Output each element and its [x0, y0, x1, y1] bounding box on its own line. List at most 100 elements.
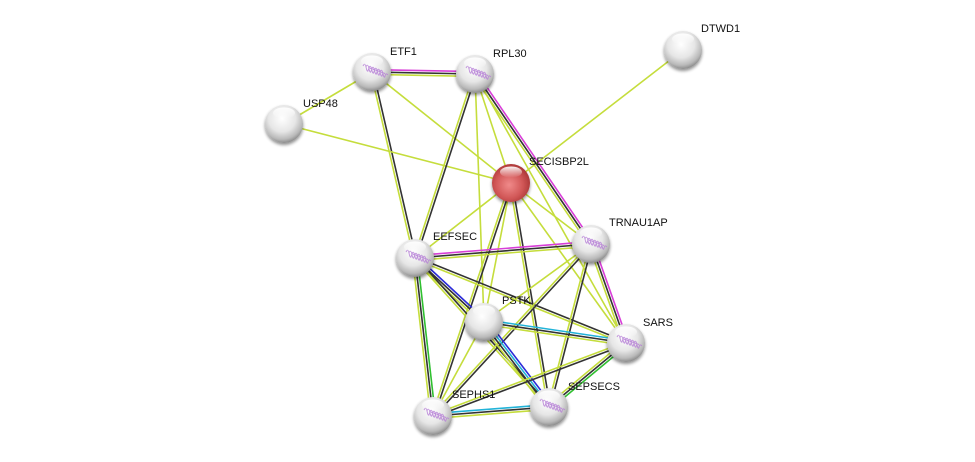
- edge-rpl30-pstk[interactable]: [474, 73, 485, 323]
- edge-evidence-textmining: [283, 123, 512, 184]
- node-label: RPL30: [493, 48, 527, 60]
- sphere-highlight: [538, 390, 560, 402]
- sphere-highlight: [672, 33, 694, 45]
- edge-rpl30-eefsec[interactable]: [413, 73, 477, 259]
- edge-evidence-textmining: [510, 182, 627, 344]
- edge-evidence-coexpression: [372, 71, 417, 258]
- edge-evidence-coexpression: [511, 182, 551, 407]
- protein-structure-icon: [465, 65, 492, 80]
- edge-evidence-textmining: [483, 182, 512, 323]
- node-sepsecs[interactable]: SEPSECS: [530, 381, 620, 426]
- edge-secisbp2l-sars[interactable]: [510, 182, 627, 344]
- edge-secisbp2l-eefsec[interactable]: [414, 182, 512, 259]
- edge-eefsec-sephs1[interactable]: [411, 257, 437, 417]
- node-label: DTWD1: [701, 23, 740, 35]
- edge-evidence-coexpression: [432, 406, 550, 417]
- edge-evidence-textmining: [483, 323, 626, 347]
- edge-evidence-databases: [432, 403, 549, 415]
- edge-evidence-textmining: [371, 71, 512, 184]
- node-label: TRNAU1AP: [609, 217, 668, 229]
- node-label: SECISBP2L: [529, 156, 589, 168]
- protein-structure-icon: [423, 407, 450, 422]
- edge-evidence-textmining: [432, 341, 626, 416]
- node-eefsec[interactable]: EEFSEC: [396, 231, 477, 277]
- edge-sars-sephs1[interactable]: [432, 341, 627, 418]
- edge-evidence-experiments: [476, 72, 594, 244]
- edge-evidence-coexpression: [414, 257, 434, 417]
- edge-evidence-experiments: [414, 240, 591, 257]
- node-label: USP48: [303, 98, 338, 110]
- edge-evidence-coexpression: [415, 256, 627, 343]
- sphere-highlight: [422, 399, 444, 411]
- edge-evidence-textmining: [483, 243, 592, 323]
- edge-evidence-coexpression: [549, 244, 593, 408]
- edge-evidence-coexpression: [483, 321, 627, 344]
- node-rpl30[interactable]: RPL30: [456, 48, 527, 93]
- edge-evidence-textmining: [433, 408, 550, 420]
- sphere-highlight: [473, 305, 495, 317]
- edge-rpl30-secisbp2l[interactable]: [474, 73, 512, 184]
- sphere-highlight: [580, 227, 602, 239]
- node-label: EEFSEC: [433, 231, 477, 243]
- edge-evidence-textmining: [474, 73, 485, 323]
- edge-evidence-textmining: [414, 182, 512, 259]
- edge-eefsec-sars[interactable]: [414, 256, 627, 345]
- edge-secisbp2l-sephs1[interactable]: [431, 182, 513, 417]
- edge-evidence-textmining: [431, 182, 511, 416]
- edge-dtwd1-secisbp2l[interactable]: [510, 49, 684, 184]
- node-sars[interactable]: SARS: [607, 317, 673, 362]
- protein-structure-icon: [616, 334, 643, 349]
- edge-evidence-coexpression: [433, 244, 593, 418]
- edge-evidence-textmining: [414, 258, 626, 345]
- sphere-highlight: [273, 107, 295, 119]
- edge-eefsec-trnau1ap[interactable]: [414, 240, 592, 262]
- edge-evidence-coexpression: [433, 183, 513, 417]
- node-label: SEPHS1: [452, 389, 495, 401]
- edge-secisbp2l-pstk[interactable]: [483, 182, 512, 323]
- edge-etf1-secisbp2l[interactable]: [371, 71, 512, 184]
- edge-evidence-coexpression: [415, 74, 477, 259]
- node-label: PSTK: [502, 295, 531, 307]
- edge-evidence-textmining: [411, 258, 432, 417]
- edge-evidence-textmining: [474, 73, 512, 184]
- node-pstk[interactable]: PSTK: [465, 295, 531, 341]
- edge-evidence-coexpression: [474, 73, 592, 245]
- edge-rpl30-sars[interactable]: [474, 73, 627, 344]
- edge-pstk-sars[interactable]: [483, 318, 627, 347]
- edge-evidence-textmining: [474, 73, 627, 344]
- node-label: ETF1: [390, 46, 417, 58]
- edge-evidence-neighborhood: [416, 257, 437, 416]
- edge-trnau1ap-pstk[interactable]: [483, 243, 592, 323]
- node-dtwd1[interactable]: DTWD1: [664, 23, 740, 69]
- edge-sephs1-sepsecs[interactable]: [432, 403, 550, 420]
- node-label: SEPSECS: [568, 381, 620, 393]
- node-usp48[interactable]: USP48: [265, 98, 338, 143]
- edge-evidence-textmining: [510, 49, 684, 184]
- edge-evidence-textmining: [415, 245, 592, 262]
- edge-evidence-textmining: [547, 243, 591, 407]
- edges-layer: [283, 49, 684, 420]
- node-secisbp2l[interactable]: SECISBP2L: [492, 156, 589, 202]
- sphere-highlight: [404, 241, 426, 253]
- node-label: SARS: [643, 317, 673, 329]
- edge-evidence-textmining: [370, 72, 415, 259]
- protein-structure-icon: [581, 235, 608, 250]
- edge-evidence-textmining: [413, 73, 475, 258]
- node-trnau1ap[interactable]: TRNAU1AP: [572, 217, 668, 263]
- edge-secisbp2l-sepsecs[interactable]: [509, 182, 551, 408]
- edge-etf1-eefsec[interactable]: [370, 71, 417, 259]
- node-etf1[interactable]: ETF1: [353, 46, 417, 91]
- sphere-highlight: [500, 166, 522, 178]
- edge-evidence-coexpression: [433, 343, 627, 418]
- sphere-highlight: [464, 57, 486, 69]
- sphere-highlight: [361, 55, 383, 67]
- node-sephs1[interactable]: SEPHS1: [414, 389, 495, 435]
- sphere-highlight: [615, 326, 637, 338]
- edge-usp48-secisbp2l[interactable]: [283, 123, 512, 184]
- edge-evidence-databases: [484, 318, 627, 342]
- protein-structure-icon: [539, 398, 566, 413]
- edge-trnau1ap-sepsecs[interactable]: [547, 243, 593, 408]
- edge-evidence-coexpression: [414, 243, 592, 259]
